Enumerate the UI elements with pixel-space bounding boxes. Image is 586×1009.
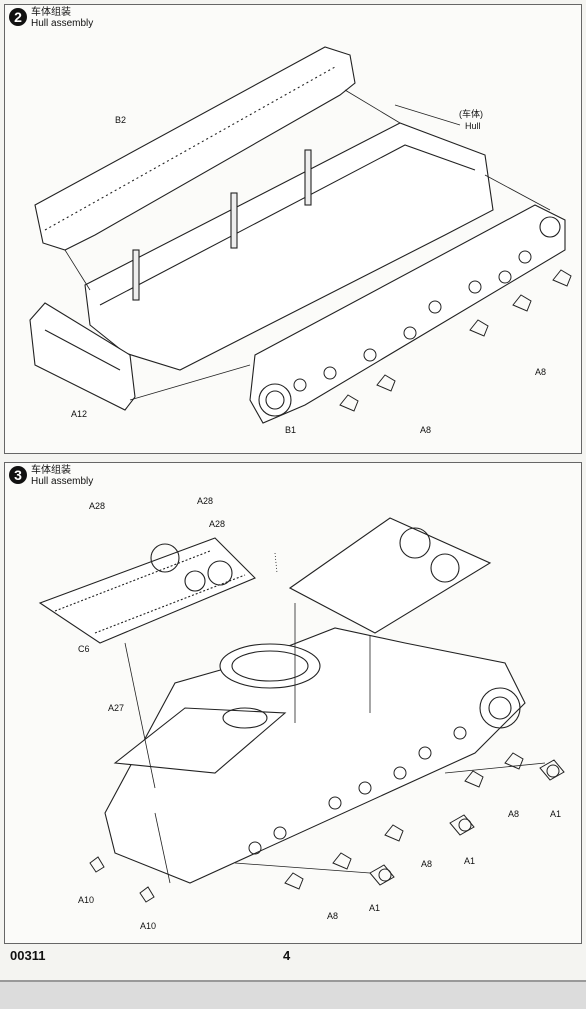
right-side-panel bbox=[249, 204, 566, 424]
hull-front-superstructure-a27 bbox=[113, 707, 287, 774]
label-a1-bottom: A1 bbox=[369, 903, 381, 913]
label-a10-left: A10 bbox=[78, 895, 95, 905]
label-c6: C6 bbox=[78, 644, 90, 654]
label-a8-mid: A8 bbox=[421, 859, 433, 869]
step-number-badge: 3 bbox=[9, 466, 27, 484]
label-a28-top: A28 bbox=[197, 496, 214, 506]
hull-assembly-diagram-step-3 bbox=[38, 517, 565, 903]
scan-edge bbox=[0, 980, 586, 1009]
label-a1-right: A1 bbox=[550, 809, 562, 819]
label-b2: B2 bbox=[115, 115, 127, 125]
label-a28-mid: A28 bbox=[209, 519, 226, 529]
step-title: 车体组装 Hull assembly bbox=[31, 7, 93, 29]
engine-deck-c6 bbox=[38, 537, 256, 644]
label-a8-bottom: A8 bbox=[420, 425, 432, 435]
label-b1: B1 bbox=[285, 425, 297, 435]
product-code: 00311 bbox=[10, 948, 46, 963]
suspension-parts bbox=[89, 726, 524, 903]
suspension-arm-parts-a8 bbox=[293, 250, 572, 412]
step-number-badge: 2 bbox=[9, 8, 27, 26]
engine-deck-right bbox=[288, 517, 492, 634]
front-plate-a12 bbox=[29, 302, 136, 411]
label-hull-cn: (车体) bbox=[459, 109, 483, 119]
label-a8-right: A8 bbox=[508, 809, 520, 819]
step-title-en: Hull assembly bbox=[31, 476, 94, 487]
label-a27: A27 bbox=[108, 703, 125, 713]
step-title-cn: 车体组装 bbox=[31, 465, 71, 476]
label-a8-bottom: A8 bbox=[327, 911, 339, 921]
idler-parts-a1 bbox=[369, 759, 565, 886]
label-a12: A12 bbox=[71, 409, 88, 419]
label-a28-left: A28 bbox=[89, 501, 106, 511]
step-2-panel: 2 车体组装 Hull assembly bbox=[4, 4, 582, 454]
label-a1-mid: A1 bbox=[464, 856, 476, 866]
page-number: 4 bbox=[283, 948, 291, 963]
step-title-en: Hull assembly bbox=[31, 18, 94, 29]
side-panel-b2 bbox=[34, 46, 356, 251]
step-title: 车体组装 Hull assembly bbox=[31, 465, 93, 487]
label-hull-en: Hull bbox=[465, 121, 481, 131]
label-a10-bottom: A10 bbox=[140, 921, 157, 931]
step-3-panel: 3 车体组装 Hull assembly bbox=[4, 462, 582, 944]
label-a8-right: A8 bbox=[535, 367, 547, 377]
hull-assembly-diagram-step-2 bbox=[29, 46, 572, 424]
step-title-cn: 车体组装 bbox=[31, 7, 71, 18]
hull-tub bbox=[84, 122, 494, 371]
